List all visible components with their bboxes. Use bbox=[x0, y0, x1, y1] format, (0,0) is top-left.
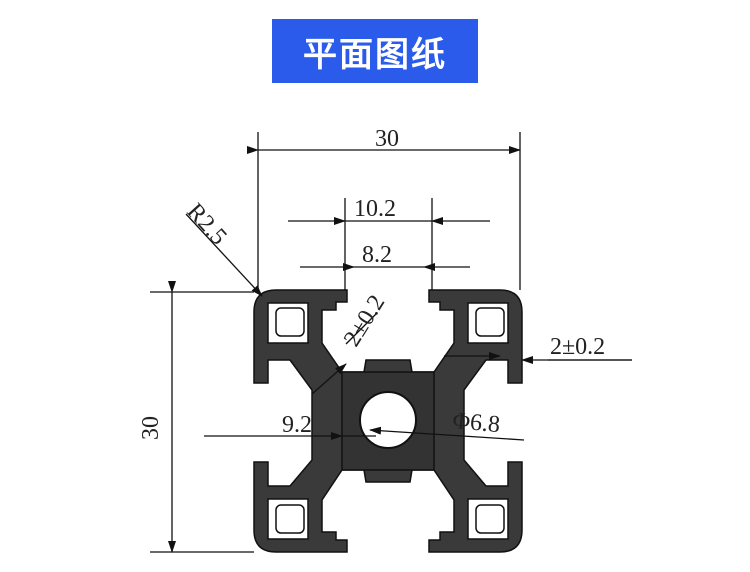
dim-overall-height: 30 bbox=[138, 416, 164, 440]
dim-slot-outer: 10.2 bbox=[354, 196, 396, 222]
corner-hole-tl bbox=[275, 307, 305, 337]
dim-overall-width: 30 bbox=[375, 126, 399, 152]
corner-hole-tr bbox=[475, 307, 505, 337]
dimension-lines bbox=[150, 132, 632, 553]
corner-hole-br bbox=[475, 504, 505, 534]
title-banner: 平面图纸 bbox=[272, 19, 478, 83]
dim-core-width: 9.2 bbox=[282, 412, 312, 438]
dim-wall-side: 2±0.2 bbox=[550, 334, 605, 360]
dim-center-hole: Φ6.8 bbox=[451, 408, 501, 438]
dim-corner-radius: R2.5 bbox=[182, 199, 232, 251]
corner-hole-bl bbox=[275, 504, 305, 534]
page-title: 平面图纸 bbox=[303, 34, 447, 75]
center-hole bbox=[359, 391, 417, 449]
dim-slot-inner: 8.2 bbox=[362, 242, 392, 268]
